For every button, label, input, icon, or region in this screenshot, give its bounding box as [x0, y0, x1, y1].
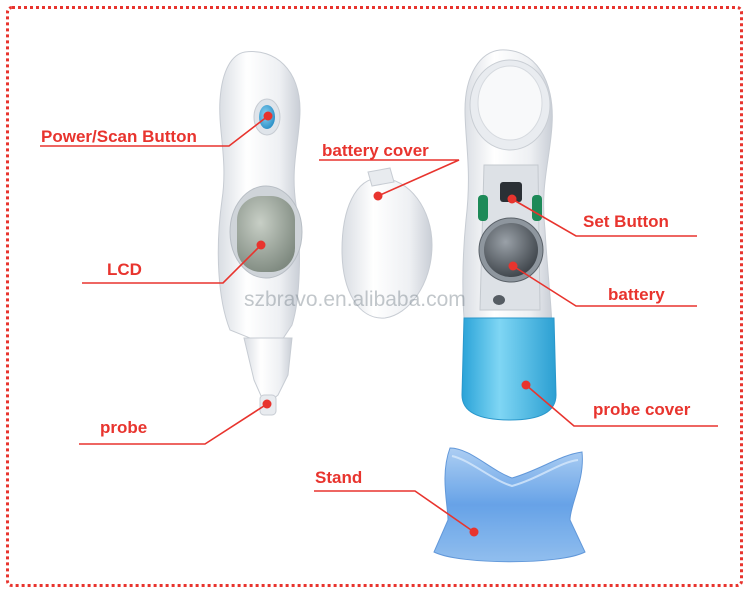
probe-cover-icon: [461, 317, 557, 421]
dot-power: [263, 111, 273, 121]
callout-line-stand: [314, 490, 475, 533]
callout-line-battery: [512, 265, 697, 307]
ear-thermometer-back-icon: [461, 49, 557, 421]
dot-stand: [469, 527, 479, 537]
label-lcd: LCD: [107, 260, 142, 279]
label-battery: battery: [608, 285, 665, 304]
callout-dots: [256, 111, 531, 537]
callout-line-power: [40, 115, 269, 147]
dot-probe-cover: [521, 380, 531, 390]
label-probe-cover: probe cover: [593, 400, 691, 419]
callout-line-probe: [79, 403, 268, 445]
coin-battery-icon: [484, 223, 538, 277]
callout-line-battery-cover: [319, 159, 460, 197]
dot-probe: [262, 399, 272, 409]
stand-icon: [433, 447, 586, 563]
battery-cover-icon: [341, 167, 433, 319]
lcd-screen-icon: [237, 196, 295, 272]
callout-lines: [40, 115, 718, 533]
callout-line-lcd: [82, 244, 262, 284]
callout-line-probe-cover: [525, 384, 718, 427]
label-probe: probe: [100, 418, 148, 437]
dot-lcd: [256, 240, 266, 250]
dotted-frame: [6, 6, 743, 587]
label-battery-cover: battery cover: [322, 141, 429, 160]
callout-line-set-button: [511, 198, 697, 237]
label-stand: Stand: [315, 468, 363, 487]
label-power-scan-button: Power/Scan Button: [41, 127, 197, 146]
label-set-button: Set Button: [583, 212, 669, 231]
dot-set-button: [507, 194, 517, 204]
dot-battery: [508, 261, 518, 271]
watermark-text: szbravo.en.alibaba.com: [244, 288, 466, 311]
dot-battery-cover: [373, 191, 383, 201]
ear-thermometer-front-icon: [217, 51, 303, 416]
